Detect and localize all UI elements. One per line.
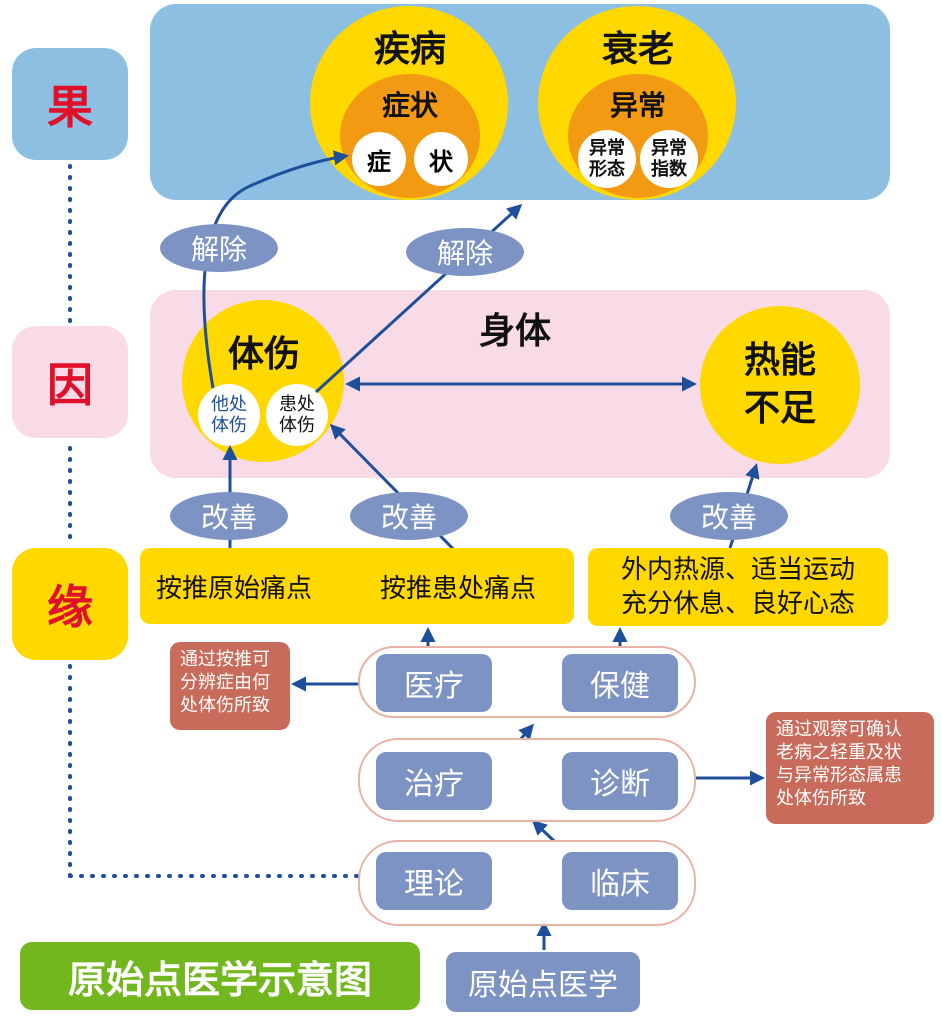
note-medical-line1: 通过按推可: [180, 649, 270, 670]
side-label-cause: 因: [12, 326, 128, 438]
relief-label-left: 解除: [160, 224, 278, 272]
note-medical: 通过按推可 分辨症由何 处体伤所致: [170, 642, 290, 730]
node-treatment: 治疗: [376, 752, 492, 810]
aging-title: 衰老: [601, 29, 674, 70]
body-title: 身体: [478, 311, 551, 352]
local-injury-line1: 患处: [279, 394, 315, 415]
abnormal-index-line2: 指数: [651, 159, 687, 180]
result-panel: [150, 4, 890, 200]
node-theory: 理论: [376, 852, 492, 910]
local-injury-leaf: 患处 体伤: [266, 384, 328, 446]
other-injury-line1: 他处: [211, 394, 247, 415]
heat-deficit-line1: 热能: [743, 340, 816, 381]
symptom-leaf-1: 症: [352, 132, 406, 186]
side-label-cause-text: 因: [47, 358, 93, 412]
other-injury-leaf: 他处 体伤: [198, 384, 260, 446]
care-line1: 外内热源、适当运动: [620, 555, 855, 585]
care-methods-box: 外内热源、适当运动 充分休息、良好心态: [588, 548, 888, 626]
local-injury-line2: 体伤: [279, 415, 315, 436]
symptom-title: 症状: [381, 89, 438, 122]
side-label-condition-text: 缘: [47, 580, 93, 634]
node-clinical: 临床: [562, 852, 678, 910]
note-medical-line3: 处体伤所致: [180, 695, 270, 716]
improve-label-care: 改善: [670, 492, 788, 540]
diagram-title: 原始点医学示意图: [20, 942, 420, 1010]
press-local-text: 按推患处痛点: [380, 574, 537, 604]
side-label-result-text: 果: [47, 80, 93, 134]
abnormal-index-line1: 异常: [651, 138, 687, 159]
note-diagnosis-line1: 通过观察可确认: [776, 719, 902, 740]
node-origin-medicine: 原始点医学: [446, 952, 640, 1012]
note-diagnosis-line3: 与异常形态属患: [776, 765, 902, 786]
note-diagnosis-line2: 老病之轻重及状: [776, 742, 902, 763]
injury-title: 体伤: [227, 334, 300, 375]
side-label-condition: 缘: [12, 548, 128, 660]
disease-title: 疾病: [373, 29, 446, 70]
arrow-other-to-symptom: [202, 150, 349, 389]
press-origin-text: 按推原始痛点: [156, 574, 313, 604]
note-diagnosis: 通过观察可确认 老病之轻重及状 与异常形态属患 处体伤所致: [766, 712, 934, 824]
heat-deficit-line2: 不足: [743, 388, 816, 429]
abnormal-form-leaf: 异常 形态: [578, 130, 636, 188]
abnormal-title: 异常: [609, 89, 666, 122]
note-medical-line2: 分辨症由何: [180, 672, 270, 693]
other-injury-line2: 体伤: [211, 415, 247, 436]
node-diagnosis: 诊断: [562, 752, 678, 810]
note-diagnosis-line4: 处体伤所致: [776, 788, 866, 809]
press-methods-box: 按推原始痛点 按推患处痛点: [140, 548, 574, 624]
abnormal-index-leaf: 异常 指数: [640, 130, 698, 188]
care-line2: 充分休息、良好心态: [620, 589, 855, 619]
improve-label-local: 改善: [350, 492, 468, 540]
abnormal-form-line1: 异常: [589, 138, 625, 159]
side-label-result: 果: [12, 48, 128, 160]
symptom-leaf-2: 状: [414, 132, 468, 186]
node-health: 保健: [562, 654, 678, 712]
abnormal-form-line2: 形态: [589, 159, 625, 180]
heat-deficit-circle: 热能 不足: [700, 306, 860, 464]
relief-label-right: 解除: [406, 228, 524, 276]
improve-label-origin: 改善: [170, 492, 288, 540]
node-medical: 医疗: [376, 654, 492, 712]
